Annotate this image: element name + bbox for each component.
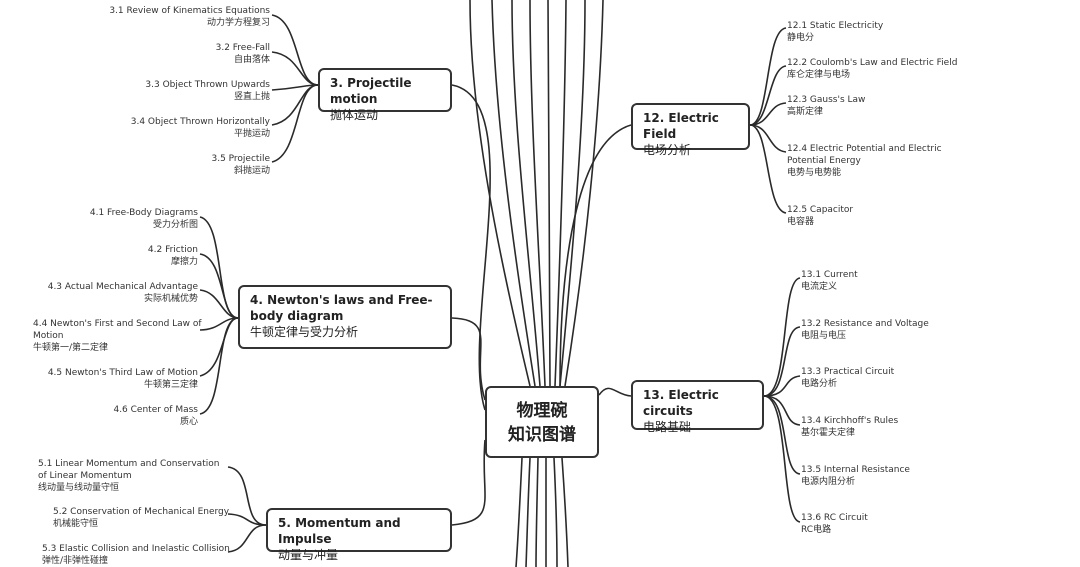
- leaf-en: 4.2 Friction: [147, 245, 198, 255]
- leaf-en: 12.4 Electric Potential and Electric Pot…: [787, 144, 942, 166]
- central-topic-line2: 知识图谱: [508, 425, 576, 445]
- leaf-en: 12.2 Coulomb's Law and Electric Field: [787, 58, 958, 68]
- leaf-en: 13.1 Current: [801, 270, 858, 280]
- leaf-zh: 平抛运动: [233, 129, 270, 139]
- leaf-12-5[interactable]: 12.5 Capacitor 电容器: [787, 204, 967, 228]
- leaf-en: 4.3 Actual Mechanical Advantage: [47, 282, 198, 292]
- leaf-en: 5.3 Elastic Collision and Inelastic Coll…: [42, 544, 230, 554]
- central-topic-line1: 物理碗: [516, 401, 568, 421]
- leaf-4-5[interactable]: 4.5 Newton's Third Law of Motion 牛顿第三定律: [28, 367, 198, 391]
- leaf-13-1[interactable]: 13.1 Current 电流定义: [801, 269, 981, 293]
- leaf-zh: 线动量与线动量守恒: [38, 483, 120, 493]
- leaf-zh: 斜抛运动: [233, 166, 270, 176]
- leaf-4-4[interactable]: 4.4 Newton's First and Second Law of Mot…: [33, 318, 203, 354]
- leaf-en: 3.5 Projectile: [211, 154, 270, 164]
- leaf-en: 4.5 Newton's Third Law of Motion: [47, 368, 198, 378]
- leaf-zh: 电源内阻分析: [801, 477, 856, 487]
- leaf-en: 13.3 Practical Circuit: [801, 367, 895, 377]
- leaf-en: 12.5 Capacitor: [787, 205, 854, 215]
- leaf-zh: 受力分析图: [152, 220, 198, 230]
- leaf-zh: 质心: [179, 417, 198, 427]
- leaf-zh: 电势与电势能: [787, 168, 842, 178]
- leaf-13-2[interactable]: 13.2 Resistance and Voltage 电阻与电压: [801, 318, 981, 342]
- leaf-en: 5.1 Linear Momentum and Conservation of …: [38, 459, 220, 481]
- leaf-zh: 自由落体: [233, 55, 270, 65]
- leaf-zh: 电阻与电压: [801, 331, 847, 341]
- leaf-zh: 电路分析: [801, 379, 838, 389]
- topic-title-zh: 抛体运动: [330, 108, 379, 122]
- leaf-5-1[interactable]: 5.1 Linear Momentum and Conservation of …: [38, 458, 228, 494]
- leaf-zh: 实际机械优势: [143, 294, 198, 304]
- topic-title-zh: 电场分析: [643, 143, 692, 157]
- leaf-12-3[interactable]: 12.3 Gauss's Law 高斯定律: [787, 94, 967, 118]
- topic-title-en: 4. Newton's laws and Free-body diagram: [250, 293, 433, 323]
- topic-electric-circuits[interactable]: 13. Electric circuits 电路基础: [631, 380, 764, 434]
- topic-title-zh: 电路基础: [643, 420, 692, 434]
- topic-title-zh: 动量与冲量: [278, 548, 339, 562]
- leaf-zh: 静电分: [787, 33, 815, 43]
- leaf-13-4[interactable]: 13.4 Kirchhoff's Rules 基尔霍夫定律: [801, 415, 981, 439]
- leaf-zh: 摩擦力: [170, 257, 198, 267]
- leaf-5-3[interactable]: 5.3 Elastic Collision and Inelastic Coll…: [42, 543, 232, 567]
- leaf-4-1[interactable]: 4.1 Free-Body Diagrams 受力分析图: [28, 207, 198, 231]
- leaf-zh: 高斯定律: [787, 107, 824, 117]
- leaf-13-6[interactable]: 13.6 RC Circuit RC电路: [801, 512, 981, 536]
- leaf-zh: RC电路: [801, 525, 832, 535]
- topic-title-zh: 牛顿定律与受力分析: [250, 325, 359, 339]
- leaf-zh: 弹性/非弹性碰撞: [42, 556, 109, 566]
- leaf-13-3[interactable]: 13.3 Practical Circuit 电路分析: [801, 366, 981, 390]
- leaf-zh: 竖直上抛: [233, 92, 270, 102]
- leaf-zh: 牛顿第三定律: [143, 380, 198, 390]
- leaf-en: 3.4 Object Thrown Horizontally: [130, 117, 270, 127]
- leaf-zh: 牛顿第一/第二定律: [33, 343, 109, 353]
- topic-electric-field[interactable]: 12. Electric Field 电场分析: [631, 103, 750, 157]
- leaf-en: 4.4 Newton's First and Second Law of Mot…: [33, 319, 202, 341]
- leaf-en: 12.1 Static Electricity: [787, 21, 884, 31]
- topic-title-en: 13. Electric circuits: [643, 388, 719, 418]
- leaf-3-4[interactable]: 3.4 Object Thrown Horizontally 平抛运动: [70, 116, 270, 140]
- leaf-en: 13.4 Kirchhoff's Rules: [801, 416, 899, 426]
- leaf-3-1[interactable]: 3.1 Review of Kinematics Equations 动力学方程…: [70, 5, 270, 29]
- topic-newtons-laws[interactable]: 4. Newton's laws and Free-body diagram 牛…: [238, 285, 452, 349]
- leaf-4-3[interactable]: 4.3 Actual Mechanical Advantage 实际机械优势: [28, 281, 198, 305]
- leaf-zh: 基尔霍夫定律: [801, 428, 856, 438]
- leaf-zh: 库仑定律与电场: [787, 70, 851, 80]
- leaf-zh: 动力学方程复习: [206, 18, 270, 28]
- leaf-en: 4.1 Free-Body Diagrams: [89, 208, 198, 218]
- leaf-zh: 电流定义: [801, 282, 838, 292]
- leaf-en: 13.6 RC Circuit: [801, 513, 868, 523]
- leaf-en: 13.2 Resistance and Voltage: [801, 319, 929, 329]
- leaf-zh: 机械能守恒: [53, 519, 99, 529]
- leaf-en: 12.3 Gauss's Law: [787, 95, 866, 105]
- leaf-12-2[interactable]: 12.2 Coulomb's Law and Electric Field 库仑…: [787, 57, 967, 81]
- leaf-en: 3.1 Review of Kinematics Equations: [109, 6, 270, 16]
- leaf-4-6[interactable]: 4.6 Center of Mass 质心: [28, 404, 198, 428]
- leaf-en: 3.3 Object Thrown Upwards: [145, 80, 270, 90]
- topic-title-en: 5. Momentum and Impulse: [278, 516, 401, 546]
- leaf-3-5[interactable]: 3.5 Projectile 斜抛运动: [70, 153, 270, 177]
- central-topic[interactable]: 物理碗 知识图谱: [485, 386, 599, 458]
- topic-momentum-impulse[interactable]: 5. Momentum and Impulse 动量与冲量: [266, 508, 452, 562]
- topic-title-en: 12. Electric Field: [643, 111, 719, 141]
- topic-projectile-motion[interactable]: 3. Projectile motion 抛体运动: [318, 68, 452, 122]
- leaf-3-3[interactable]: 3.3 Object Thrown Upwards 竖直上抛: [70, 79, 270, 103]
- topic-title-en: 3. Projectile motion: [330, 76, 412, 106]
- leaf-zh: 电容器: [787, 217, 815, 227]
- leaf-13-5[interactable]: 13.5 Internal Resistance 电源内阻分析: [801, 464, 981, 488]
- leaf-5-2[interactable]: 5.2 Conservation of Mechanical Energy 机械…: [53, 506, 233, 530]
- leaf-en: 13.5 Internal Resistance: [801, 465, 910, 475]
- leaf-en: 4.6 Center of Mass: [113, 405, 198, 415]
- leaf-4-2[interactable]: 4.2 Friction 摩擦力: [28, 244, 198, 268]
- leaf-en: 5.2 Conservation of Mechanical Energy: [53, 507, 230, 517]
- leaf-12-4[interactable]: 12.4 Electric Potential and Electric Pot…: [787, 143, 952, 179]
- leaf-3-2[interactable]: 3.2 Free-Fall 自由落体: [70, 42, 270, 66]
- leaf-12-1[interactable]: 12.1 Static Electricity 静电分: [787, 20, 967, 44]
- leaf-en: 3.2 Free-Fall: [215, 43, 270, 53]
